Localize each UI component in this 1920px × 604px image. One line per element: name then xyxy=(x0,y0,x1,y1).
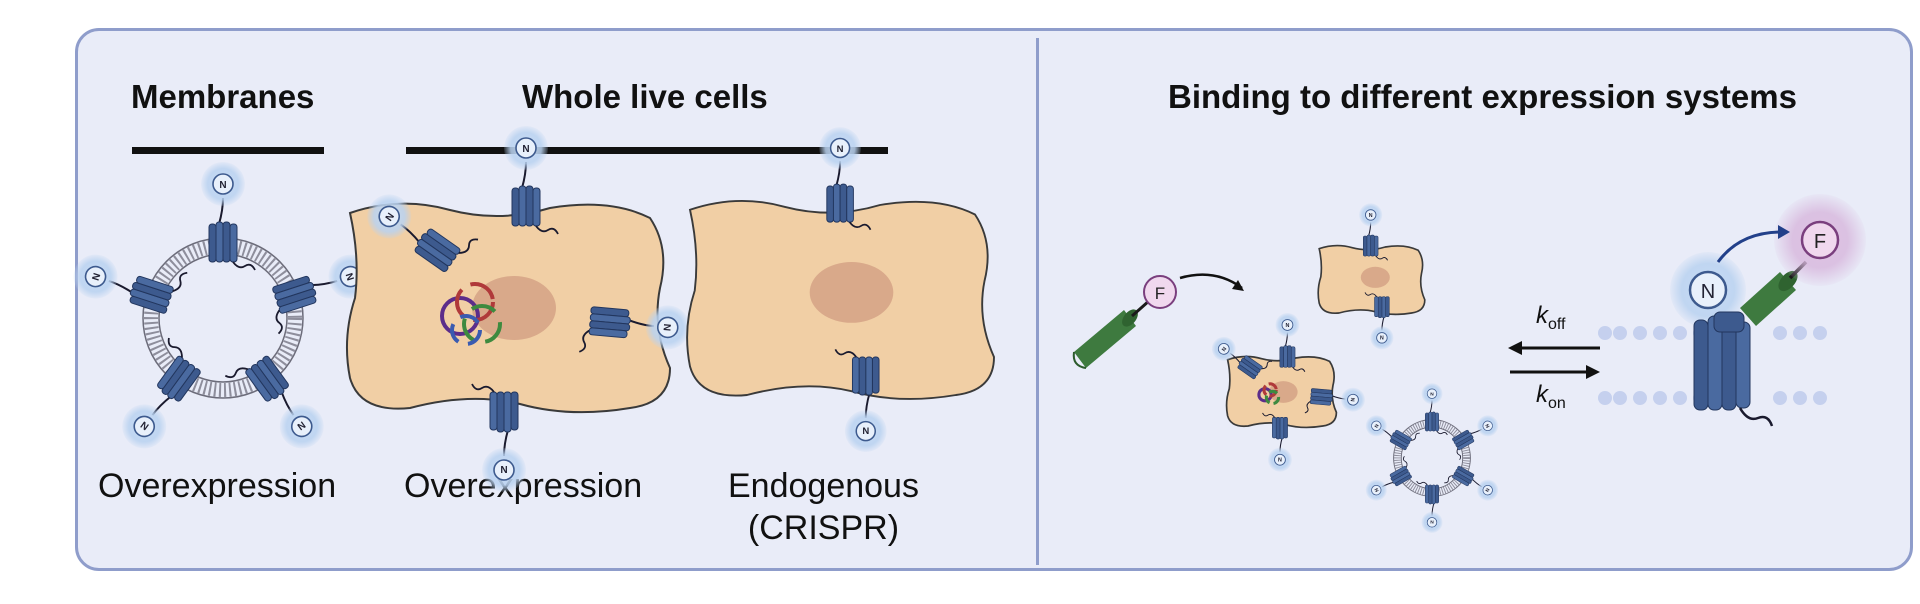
small-cell-overexpression xyxy=(1206,312,1367,473)
rule-membranes xyxy=(132,147,324,154)
bound-receptor-complex: N F xyxy=(1598,194,1866,427)
svg-text:N: N xyxy=(1701,281,1715,303)
binding-arrow xyxy=(1179,273,1243,290)
k-on-label: kon xyxy=(1536,381,1566,412)
endogenous-cell xyxy=(686,126,995,453)
membrane-vesicle xyxy=(66,161,383,465)
section-divider xyxy=(1036,38,1039,565)
caption-endogenous-line2: (CRISPR) xyxy=(747,509,900,547)
small-cell-top xyxy=(1317,202,1426,350)
caption-endogenous: Endogenous (CRISPR) xyxy=(728,465,919,549)
caption-endogenous-line1: Endogenous xyxy=(728,467,919,505)
rule-whole-live-cells xyxy=(406,147,888,154)
caption-membranes-overexpression: Overexpression xyxy=(98,467,337,505)
svg-text:F: F xyxy=(1814,231,1826,253)
equilibrium-arrows xyxy=(1508,341,1600,379)
heading-membranes: Membranes xyxy=(131,78,315,115)
k-off-label: koff xyxy=(1536,302,1566,333)
ligand-fluorescent xyxy=(1072,274,1178,370)
overexpression-cell xyxy=(345,125,693,493)
small-membrane-vesicle xyxy=(1358,382,1506,534)
heading-binding: Binding to different expression systems xyxy=(1168,78,1797,115)
heading-whole-live-cells: Whole live cells xyxy=(522,78,768,115)
plasmid-icon xyxy=(440,282,502,346)
